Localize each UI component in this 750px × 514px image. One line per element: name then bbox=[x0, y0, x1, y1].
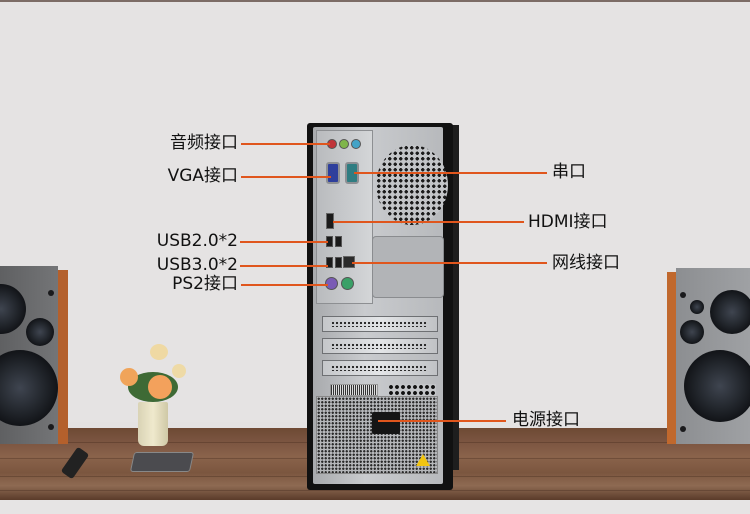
mid-driver bbox=[26, 318, 54, 346]
usb3-port bbox=[335, 257, 342, 268]
tweeter bbox=[710, 290, 750, 334]
label-audio: 音频接口 bbox=[170, 133, 238, 153]
label-vga: VGA接口 bbox=[167, 166, 238, 186]
tweeter bbox=[0, 284, 26, 334]
ps2-port-mouse bbox=[325, 277, 338, 290]
audio-port-blue bbox=[351, 139, 361, 149]
barcode-label bbox=[330, 384, 378, 396]
expansion-slot bbox=[322, 360, 438, 376]
label-power: 电源接口 bbox=[512, 410, 580, 430]
small-port bbox=[690, 300, 704, 314]
leader-ethernet bbox=[352, 262, 547, 264]
woofer bbox=[684, 350, 750, 422]
label-ps2: PS2接口 bbox=[172, 274, 238, 294]
expansion-slot bbox=[322, 316, 438, 332]
leader-usb3 bbox=[240, 265, 328, 267]
left-speaker bbox=[0, 266, 68, 444]
top-border bbox=[0, 0, 750, 2]
leader-audio bbox=[241, 143, 330, 145]
usb3-port bbox=[326, 257, 333, 268]
speaker-wood-side bbox=[58, 270, 68, 444]
woofer bbox=[0, 350, 58, 426]
audio-port-green bbox=[339, 139, 349, 149]
fan-vent bbox=[376, 145, 448, 225]
mid-driver bbox=[680, 320, 704, 344]
power-socket-port bbox=[372, 412, 400, 434]
io-shield bbox=[316, 130, 373, 304]
leader-serial bbox=[354, 172, 547, 174]
label-hdmi: HDMI接口 bbox=[528, 212, 608, 232]
right-speaker bbox=[667, 268, 750, 444]
speaker-wood-side bbox=[667, 272, 676, 444]
label-usb3: USB3.0*2 bbox=[156, 255, 238, 275]
leader-vga bbox=[241, 176, 331, 178]
power-supply bbox=[316, 396, 438, 474]
smartphone bbox=[129, 452, 195, 472]
expansion-slot bbox=[322, 338, 438, 354]
label-usb2: USB2.0*2 bbox=[156, 231, 238, 251]
leader-usb2 bbox=[240, 241, 328, 243]
usb2-port bbox=[335, 236, 342, 247]
leader-hdmi bbox=[333, 221, 524, 223]
leader-power bbox=[378, 420, 506, 422]
label-ethernet: 网线接口 bbox=[552, 253, 620, 273]
ps2-port-keyboard bbox=[341, 277, 354, 290]
leader-ps2 bbox=[241, 284, 328, 286]
mounting-plate bbox=[372, 236, 444, 298]
floor-strip bbox=[0, 500, 750, 514]
vga-port bbox=[326, 162, 340, 184]
label-serial: 串口 bbox=[552, 162, 586, 182]
